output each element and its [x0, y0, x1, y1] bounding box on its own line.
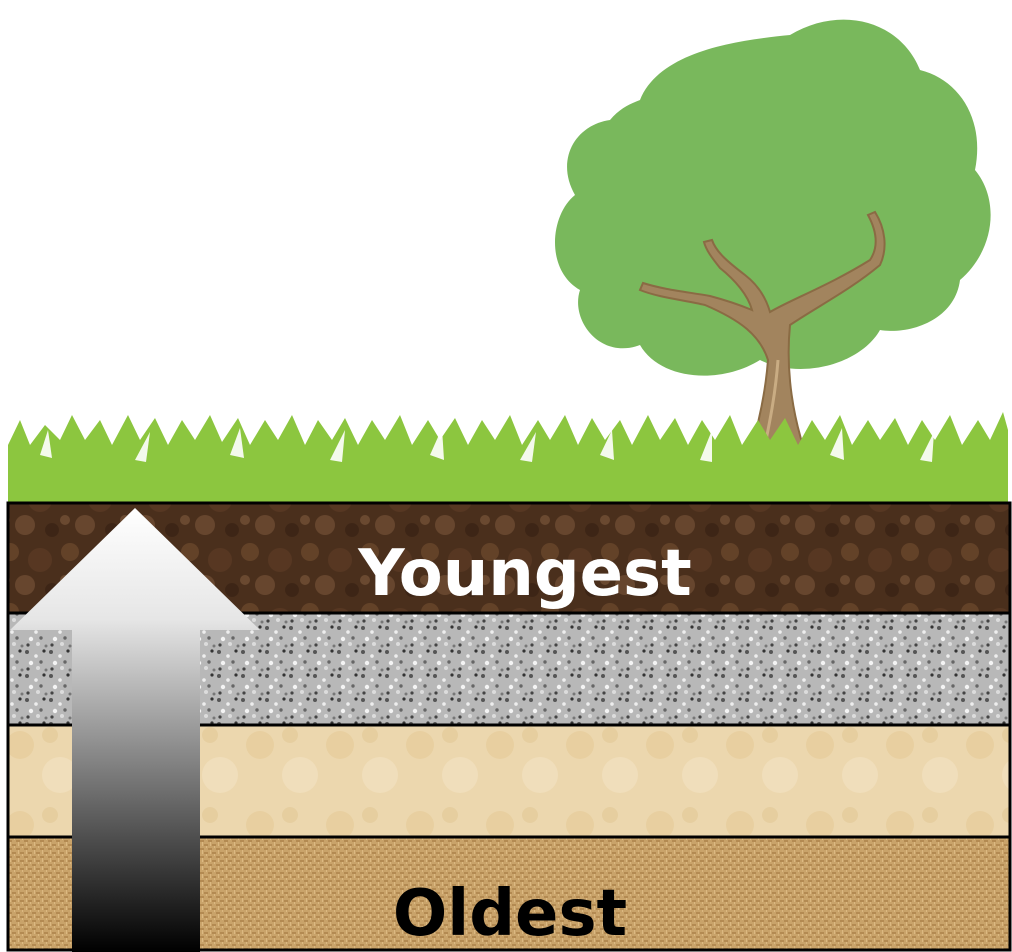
tree-icon: [555, 20, 991, 489]
oldest-label: Oldest: [393, 877, 627, 951]
youngest-label: Youngest: [357, 537, 691, 611]
grass-icon: [8, 412, 1008, 503]
